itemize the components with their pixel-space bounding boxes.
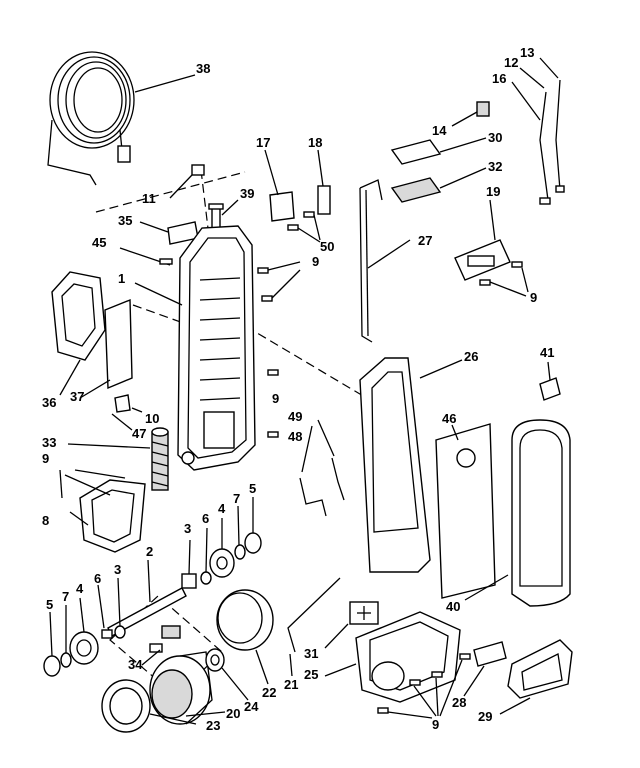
- callout-13: 13: [520, 45, 535, 60]
- callout-49: 49: [288, 409, 303, 424]
- callout-9-grip: 9: [530, 290, 538, 305]
- end-cap-part-23: [101, 679, 197, 733]
- screws-base: [377, 653, 471, 719]
- callout-17: 17: [256, 135, 271, 150]
- callout-2: 2: [146, 544, 154, 559]
- callout-38: 38: [196, 61, 211, 76]
- knob-part-14: [451, 101, 490, 127]
- callout-5-left: 5: [46, 597, 54, 612]
- callout-3-left: 3: [114, 562, 122, 577]
- callout-46: 46: [442, 411, 457, 426]
- grip-part-19: [454, 199, 529, 297]
- base-nozzle-part-25: [324, 611, 461, 703]
- callout-29: 29: [478, 709, 493, 724]
- callout-9-pedal: 9: [42, 451, 50, 466]
- leader-47: [111, 413, 133, 431]
- callout-5-right: 5: [249, 481, 257, 496]
- callout-31: 31: [304, 646, 319, 661]
- main-housing: [134, 225, 256, 471]
- clip-part-10: [114, 394, 131, 413]
- spring-part-33: [67, 427, 169, 491]
- bag-part-46: [435, 423, 496, 599]
- bumper-part-29: [499, 639, 573, 715]
- plate-part-37: [79, 298, 133, 399]
- callout-3-right: 3: [184, 521, 192, 536]
- callout-35: 35: [118, 213, 133, 228]
- screw-part-39: [208, 199, 239, 229]
- wheel-assembly-right: [181, 497, 262, 589]
- latch-part-41: [539, 361, 561, 401]
- callout-12: 12: [504, 55, 519, 70]
- callout-36: 36: [42, 395, 57, 410]
- callout-7-left: 7: [62, 589, 70, 604]
- power-cord: [47, 51, 196, 186]
- callout-9-housing: 9: [312, 254, 320, 269]
- fan-ring-part-22: [216, 589, 274, 685]
- pedal-part-8: [59, 469, 146, 553]
- callout-9-housing-lower: 9: [272, 391, 280, 406]
- callout-28: 28: [452, 695, 467, 710]
- callout-50: 50: [320, 239, 335, 254]
- callout-37: 37: [70, 389, 85, 404]
- callout-4-right: 4: [218, 501, 226, 516]
- callout-1: 1: [118, 271, 126, 286]
- callout-18: 18: [308, 135, 323, 150]
- handle-frame-part-26: [359, 357, 463, 573]
- filter-parts: [390, 137, 487, 203]
- screws-housing-right: [257, 261, 301, 438]
- reference-line-cord: [95, 171, 246, 213]
- callout-4-left: 4: [76, 581, 84, 596]
- lever-parts: [299, 419, 345, 517]
- callout-25: 25: [304, 667, 319, 682]
- callout-30: 30: [488, 130, 503, 145]
- belt-part-21: [287, 577, 341, 653]
- switch-bracket-assembly: [264, 149, 331, 243]
- leader-28: [463, 665, 485, 697]
- bearing-part-24: [205, 648, 249, 701]
- callout-41: 41: [540, 345, 555, 360]
- callout-6-left: 6: [94, 571, 102, 586]
- callout-16: 16: [492, 71, 507, 86]
- callout-33: 33: [42, 435, 57, 450]
- clip-part-11: [169, 164, 205, 199]
- bag-cover-part-40: [464, 419, 571, 607]
- wheel-assembly-left: [43, 577, 126, 677]
- callout-22: 22: [262, 685, 277, 700]
- callout-19: 19: [486, 184, 501, 199]
- callout-9-base: 9: [432, 717, 440, 732]
- pad-part-28: [473, 641, 507, 667]
- motor-part-20: [149, 651, 226, 725]
- callout-39: 39: [240, 186, 255, 201]
- callout-10: 10: [145, 411, 160, 426]
- cord-cover-part-36: [51, 271, 106, 396]
- handle-rod-part-27: [359, 179, 411, 343]
- callout-21: 21: [284, 677, 299, 692]
- callout-20: 20: [226, 706, 241, 721]
- callout-48: 48: [288, 429, 303, 444]
- callout-6-right: 6: [202, 511, 210, 526]
- callout-24: 24: [244, 699, 259, 714]
- screw-part-45: [159, 258, 173, 265]
- callout-47: 47: [132, 426, 147, 441]
- callout-32: 32: [488, 159, 503, 174]
- callout-45: 45: [92, 235, 107, 250]
- callout-14: 14: [432, 123, 447, 138]
- wire-harness: [511, 57, 565, 205]
- callout-11: 11: [142, 191, 156, 206]
- callout-40: 40: [446, 599, 461, 614]
- bracket-part-35: [139, 221, 199, 245]
- leader-21: [289, 653, 293, 677]
- callout-27: 27: [418, 233, 433, 248]
- callout-23: 23: [206, 718, 221, 733]
- callout-26: 26: [464, 349, 479, 364]
- leader-10: [131, 407, 143, 413]
- callout-7-right: 7: [233, 491, 241, 506]
- callout-34: 34: [128, 657, 143, 672]
- callout-8: 8: [42, 513, 50, 528]
- label-part-31: [324, 601, 379, 649]
